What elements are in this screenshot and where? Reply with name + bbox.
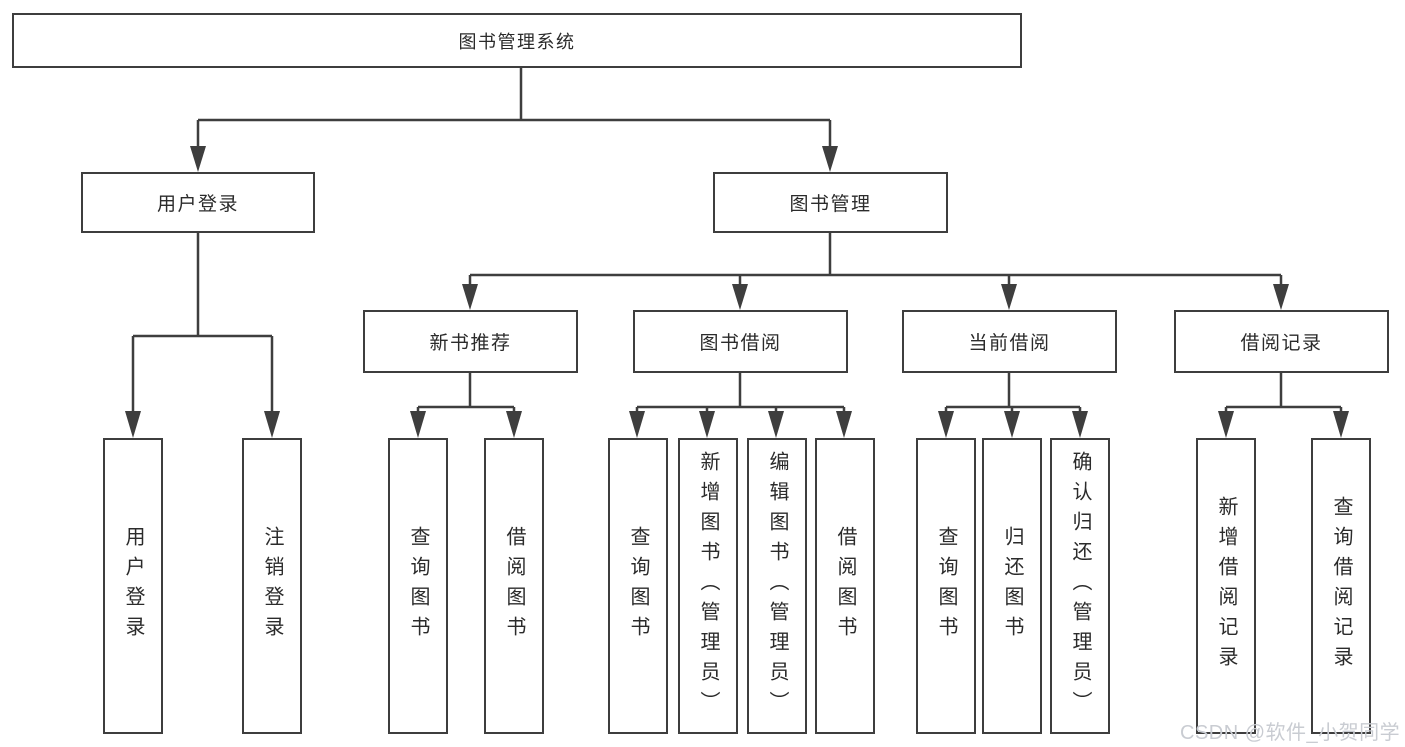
node-label: 查询借阅记录 (1330, 496, 1352, 676)
node-leaf-logout: 注销登录 (242, 438, 302, 734)
node-label: 当前借阅 (968, 333, 1051, 354)
arrowhead-down-icon (732, 284, 748, 310)
node-current-borrow: 当前借阅 (902, 310, 1117, 373)
node-new-book-rec: 新书推荐 (363, 310, 578, 373)
node-label: 新书推荐 (429, 333, 512, 354)
arrowhead-down-icon (264, 411, 280, 438)
node-label: 归还图书 (1001, 526, 1023, 646)
node-label: 查询图书 (935, 526, 957, 646)
arrowhead-down-icon (506, 411, 522, 438)
arrowhead-down-icon (462, 284, 478, 310)
node-label: 编辑图书（管理员） (766, 451, 788, 721)
node-label: 新增借阅记录 (1215, 496, 1237, 676)
node-label: 用户登录 (156, 194, 239, 215)
node-user-login: 用户登录 (81, 172, 315, 233)
node-leaf-rec-borrow: 借阅图书 (484, 438, 544, 734)
arrowhead-down-icon (699, 411, 715, 438)
node-label: 查询图书 (627, 526, 649, 646)
watermark: CSDN @软件_小贺同学 (1180, 722, 1401, 744)
node-root: 图书管理系统 (12, 13, 1022, 68)
node-leaf-bb-query: 查询图书 (608, 438, 668, 734)
arrowhead-down-icon (938, 411, 954, 438)
node-label: 借阅图书 (834, 526, 856, 646)
arrowhead-down-icon (1333, 411, 1349, 438)
node-leaf-cb-return: 归还图书 (982, 438, 1042, 734)
arrowhead-down-icon (822, 146, 838, 172)
node-label: 借阅图书 (503, 526, 525, 646)
node-leaf-bb-edit: 编辑图书（管理员） (747, 438, 807, 734)
arrowhead-down-icon (1072, 411, 1088, 438)
node-leaf-user-login: 用户登录 (103, 438, 163, 734)
arrowhead-down-icon (125, 411, 141, 438)
arrowhead-down-icon (1004, 411, 1020, 438)
node-label: 图书管理系统 (458, 31, 576, 52)
node-leaf-br-query: 查询借阅记录 (1311, 438, 1371, 734)
node-label: 用户登录 (122, 526, 144, 646)
node-label: 图书管理 (789, 194, 872, 215)
node-label: 新增图书（管理员） (697, 451, 719, 721)
node-book-mgmt: 图书管理 (713, 172, 948, 233)
arrowhead-down-icon (410, 411, 426, 438)
arrowhead-down-icon (1218, 411, 1234, 438)
node-leaf-cb-confirm: 确认归还（管理员） (1050, 438, 1110, 734)
node-label: 借阅记录 (1240, 333, 1323, 354)
node-label: 图书借阅 (699, 333, 782, 354)
node-label: 注销登录 (261, 526, 283, 646)
arrowhead-down-icon (836, 411, 852, 438)
node-book-borrow: 图书借阅 (633, 310, 848, 373)
arrowhead-down-icon (1273, 284, 1289, 310)
node-borrow-records: 借阅记录 (1174, 310, 1389, 373)
node-leaf-br-add: 新增借阅记录 (1196, 438, 1256, 734)
node-label: 确认归还（管理员） (1069, 451, 1091, 721)
arrowhead-down-icon (1001, 284, 1017, 310)
arrowhead-down-icon (190, 146, 206, 172)
arrowhead-down-icon (629, 411, 645, 438)
node-leaf-rec-query: 查询图书 (388, 438, 448, 734)
node-label: 查询图书 (407, 526, 429, 646)
node-leaf-bb-add: 新增图书（管理员） (678, 438, 738, 734)
node-leaf-bb-borrow: 借阅图书 (815, 438, 875, 734)
arrowhead-down-icon (768, 411, 784, 438)
node-leaf-cb-query: 查询图书 (916, 438, 976, 734)
